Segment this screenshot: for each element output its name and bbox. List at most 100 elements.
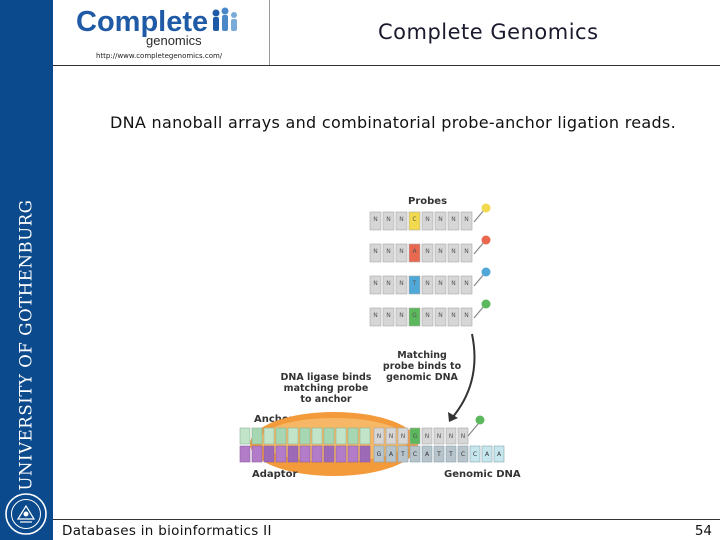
anchor-base	[323, 427, 335, 445]
probe-letter: N	[464, 312, 469, 319]
matching-label-line-3: genomic DNA	[386, 372, 458, 383]
dye-linker	[473, 305, 485, 319]
bound-probe-letter: N	[389, 433, 394, 440]
probe-letter: N	[373, 312, 378, 319]
probe-letter: N	[399, 248, 404, 255]
probe-dye-icon	[481, 299, 491, 309]
bound-probe-letter: N	[449, 433, 454, 440]
probe-base	[447, 307, 460, 327]
footer-course: Databases in bioinformatics II	[62, 523, 272, 539]
probe-letter: N	[399, 280, 404, 287]
slide-subtitle: DNA nanoball arrays and combinatorial pr…	[110, 113, 676, 132]
bound-probe-letter: N	[377, 433, 382, 440]
header-title: Complete Genomics	[378, 20, 599, 44]
ligase-label-line-2: matching probe	[284, 383, 369, 394]
bound-probe-letter: N	[437, 433, 442, 440]
anchor-base	[359, 427, 371, 445]
probe-letter: N	[438, 280, 443, 287]
genomic-base	[373, 445, 385, 463]
probe-base	[447, 211, 460, 231]
university-name: UNIVERSITY OF GOTHENBURG	[16, 199, 36, 491]
probe-base	[395, 307, 408, 327]
probe-letter: N	[373, 248, 378, 255]
bound-probe-letter: G	[413, 433, 418, 440]
probe-base	[434, 307, 447, 327]
probe-letter: N	[438, 216, 443, 223]
adaptor-base	[251, 445, 263, 463]
probe-base	[395, 275, 408, 295]
probe-letter: G	[412, 312, 417, 319]
genomic-base	[433, 445, 445, 463]
probe-base	[382, 243, 395, 263]
genomic-base	[397, 445, 409, 463]
adaptor-base	[347, 445, 359, 463]
anchor-base	[251, 427, 263, 445]
probe-base	[434, 275, 447, 295]
logo-main-text: Complete	[76, 6, 208, 38]
ligase-label-line-3: to anchor	[300, 394, 351, 405]
genomic-letter: G	[377, 451, 382, 458]
probe-letter: N	[425, 216, 430, 223]
probe-dye-icon	[481, 267, 491, 277]
probes-label: Probes	[408, 196, 447, 207]
probe-base	[395, 211, 408, 231]
probe-base	[408, 307, 421, 327]
probe-dye-icon	[481, 203, 491, 213]
anchor-base	[239, 427, 251, 445]
probe-letter: N	[399, 216, 404, 223]
genomic-base	[445, 445, 457, 463]
bound-dye-linker	[467, 423, 479, 437]
genomic-letter: C	[473, 451, 477, 458]
probe-letter: N	[451, 280, 456, 287]
probe-letter: T	[412, 280, 417, 287]
adaptor-base	[263, 445, 275, 463]
probe-letter: N	[425, 280, 430, 287]
genomic-letter: A	[485, 451, 490, 458]
probe-base	[421, 243, 434, 263]
adaptor-base	[359, 445, 371, 463]
adaptor-base	[299, 445, 311, 463]
genomic-letter: T	[400, 451, 405, 458]
probe-letter: N	[438, 248, 443, 255]
bound-probe-base	[373, 427, 385, 445]
genomic-base	[469, 445, 481, 463]
adaptor-base	[335, 445, 347, 463]
bound-probe-letter: N	[461, 433, 466, 440]
matching-label: Matching probe binds to genomic DNA	[383, 350, 462, 383]
probe-base	[447, 275, 460, 295]
probe-letter: N	[464, 280, 469, 287]
probe-base	[460, 243, 473, 263]
probe-letter: N	[438, 312, 443, 319]
probe-letter: N	[386, 280, 391, 287]
genomic-dna-label: Genomic DNA	[444, 469, 521, 480]
genomic-base	[493, 445, 505, 463]
adaptor-base	[311, 445, 323, 463]
probe-base	[369, 307, 382, 327]
adaptor-base	[275, 445, 287, 463]
probe-base	[434, 211, 447, 231]
probe-base	[421, 307, 434, 327]
university-sidebar: UNIVERSITY OF GOTHENBURG	[0, 0, 53, 540]
adaptor-base	[323, 445, 335, 463]
probe-letter: N	[425, 312, 430, 319]
probe-letter: N	[464, 216, 469, 223]
anchor-base	[335, 427, 347, 445]
logo-sub-text: genomics	[146, 33, 202, 48]
adaptor-base	[287, 445, 299, 463]
bound-dye-icon	[475, 415, 485, 425]
footer-rule	[53, 519, 720, 520]
genomic-letter: A	[389, 451, 394, 458]
probe-letter: N	[386, 312, 391, 319]
probe-letter: C	[412, 216, 416, 223]
probe-base	[408, 243, 421, 263]
probe-base	[369, 211, 382, 231]
probe-base	[395, 243, 408, 263]
bound-probe-letter: N	[401, 433, 406, 440]
matching-label-line-1: Matching	[397, 350, 447, 361]
anchor-base	[347, 427, 359, 445]
anchor-base	[311, 427, 323, 445]
probe-base	[382, 211, 395, 231]
